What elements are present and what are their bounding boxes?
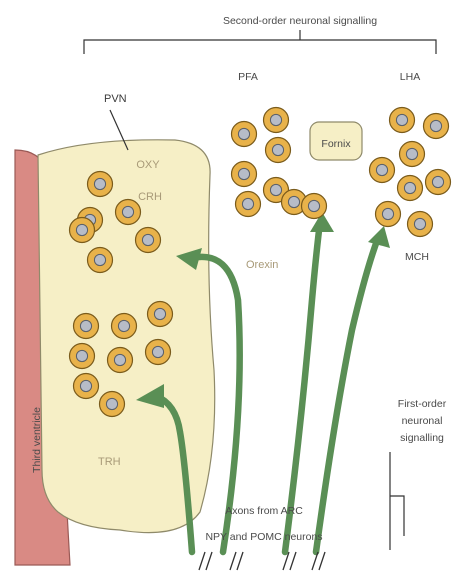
neuron-nucleus bbox=[80, 320, 91, 331]
neuron-nucleus bbox=[308, 200, 319, 211]
neuron-nucleus bbox=[404, 182, 415, 193]
neuron-nucleus bbox=[80, 380, 91, 391]
neuron-nucleus bbox=[242, 198, 253, 209]
first-order-line2: neuronal bbox=[402, 415, 443, 427]
lha-label: LHA bbox=[400, 71, 420, 83]
axon-label-line1: Axons from ARC bbox=[225, 505, 303, 517]
mch-label: MCH bbox=[405, 251, 429, 263]
neuron-nucleus bbox=[94, 178, 105, 189]
neuron-nucleus bbox=[288, 196, 299, 207]
neuron-nucleus bbox=[406, 148, 417, 159]
neuron-nucleus bbox=[238, 128, 249, 139]
pfa-label: PFA bbox=[238, 71, 258, 83]
neuron-nucleus bbox=[114, 354, 125, 365]
axon-break-marks bbox=[199, 552, 325, 570]
neuron-nucleus bbox=[270, 184, 281, 195]
pvn-label: PVN bbox=[104, 93, 127, 105]
header-bracket bbox=[84, 30, 436, 54]
first-order-line3: signalling bbox=[400, 432, 444, 444]
neuron-nucleus bbox=[122, 206, 133, 217]
neuron-nucleus bbox=[396, 114, 407, 125]
neuron-nucleus bbox=[94, 254, 105, 265]
neuron-nucleus bbox=[154, 308, 165, 319]
axon-to-pfa bbox=[285, 222, 320, 552]
trh-label: TRH bbox=[98, 456, 121, 468]
axon-to-lha bbox=[316, 238, 378, 552]
neuron-nucleus bbox=[142, 234, 153, 245]
oxy-label: OXY bbox=[136, 159, 160, 171]
neuron-nucleus bbox=[76, 224, 87, 235]
axon-arrowhead-lha bbox=[368, 226, 390, 248]
neuron-nucleus bbox=[432, 176, 443, 187]
right-bracket bbox=[390, 452, 404, 550]
first-order-line1: First-order bbox=[398, 398, 447, 410]
header-title: Second-order neuronal signalling bbox=[223, 15, 377, 27]
neuron-nucleus bbox=[376, 164, 387, 175]
fornix-label: Fornix bbox=[321, 138, 351, 150]
neuron-nucleus bbox=[118, 320, 129, 331]
neuron-nucleus bbox=[382, 208, 393, 219]
neuron-nucleus bbox=[414, 218, 425, 229]
orexin-label: Orexin bbox=[246, 259, 278, 271]
neuron-nucleus bbox=[272, 144, 283, 155]
neuron-nucleus bbox=[430, 120, 441, 131]
neuron-nucleus bbox=[152, 346, 163, 357]
neuron-nucleus bbox=[238, 168, 249, 179]
neuron-nucleus bbox=[76, 350, 87, 361]
crh-label: CRH bbox=[138, 191, 162, 203]
neuron-nucleus bbox=[106, 398, 117, 409]
neuron-nucleus bbox=[270, 114, 281, 125]
axon-label-line2: NPY and POMC neurons bbox=[205, 531, 322, 543]
